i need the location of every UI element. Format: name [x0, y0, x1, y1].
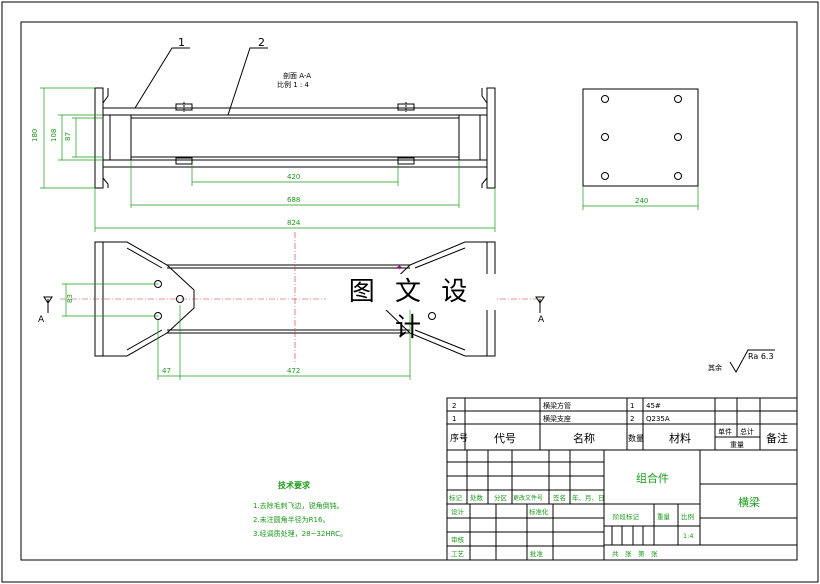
bom-header-unit: 单件	[718, 427, 732, 436]
side-view	[582, 88, 699, 210]
bom-row-qty: 2	[630, 415, 634, 423]
dim-87: 87	[64, 132, 72, 141]
tb-stage: 阶段标记	[613, 512, 640, 521]
dim-47: 47	[162, 367, 171, 375]
inner-frame	[20, 21, 798, 561]
bom-row-no: 1	[452, 415, 456, 423]
tb-date: 年、月、日	[572, 493, 605, 502]
bom-header-name: 名称	[573, 431, 595, 445]
bom-header-remark: 备注	[766, 431, 788, 445]
bom-header-total: 总计	[740, 427, 754, 436]
tb-doc: 更改文件号	[513, 494, 543, 502]
dim-824: 824	[287, 219, 301, 227]
tb-process: 工艺	[451, 550, 465, 558]
leader-lines	[134, 47, 268, 116]
dim-420: 420	[287, 173, 300, 181]
tech-line-1: 1.去除毛刺飞边，锐角倒钝。	[253, 501, 344, 510]
section-view	[94, 87, 496, 189]
tb-audit: 审核	[451, 535, 465, 544]
tb-std: 标准化	[529, 507, 549, 516]
tech-title: 技术要求	[278, 480, 311, 490]
bom-header-code: 代号	[494, 432, 516, 445]
bom-header-qty: 数量	[628, 433, 644, 443]
tb-mark: 标记	[449, 493, 463, 502]
dim-240: 240	[635, 197, 648, 205]
bom-row-material: Q235A	[646, 415, 670, 423]
section-mark-left: A	[38, 315, 45, 325]
bom-row-no: 2	[452, 402, 456, 410]
tech-line-3: 3.经调质处理，28~32HRC。	[253, 529, 347, 538]
annotation-marker: ✦	[396, 263, 403, 272]
dim-108: 108	[50, 129, 58, 142]
watermark: 图 文 设 计	[326, 274, 496, 343]
assembly-label: 组合件	[636, 471, 669, 485]
top-dimensions	[62, 283, 411, 380]
roughness-prefix: 其余	[708, 363, 722, 372]
roughness-symbol	[729, 349, 775, 374]
section-dimensions	[40, 87, 496, 232]
title-block	[446, 449, 798, 561]
dim-83: 83	[66, 294, 74, 303]
tb-design: 设计	[451, 507, 465, 516]
bom-table	[446, 397, 798, 451]
dim-688: 688	[287, 196, 300, 204]
dim-180: 180	[31, 129, 39, 142]
bom-row-material: 45#	[646, 402, 661, 410]
tech-line-2: 2.未注圆角半径为R16。	[253, 515, 329, 524]
top-view	[43, 232, 545, 364]
tb-scale: 比例	[681, 512, 694, 521]
bom-header-material: 材料	[669, 431, 691, 445]
bom-row-name: 横梁支座	[543, 414, 571, 423]
leader-label-2: 2	[258, 36, 265, 49]
section-mark-right: A	[538, 315, 545, 325]
bom-header-weight: 重量	[730, 441, 744, 449]
tb-zone: 分区	[494, 493, 508, 502]
tb-sheets: 共 张 第 张	[612, 549, 658, 558]
leader-label-1: 1	[178, 36, 185, 49]
tb-weight: 重量	[657, 513, 671, 521]
part-name: 横梁	[738, 495, 760, 509]
tb-scale-value: 1:4	[683, 532, 693, 540]
tb-count: 处数	[470, 493, 484, 502]
tb-approve: 批准	[530, 549, 544, 558]
section-title: 剖面 A-A	[283, 71, 311, 80]
bom-row-name: 横梁方管	[543, 401, 571, 410]
bom-row-qty: 1	[630, 402, 634, 410]
bom-header-no: 序号	[450, 432, 468, 444]
section-scale: 比例 1 : 4	[277, 80, 309, 89]
tb-sign: 签名	[553, 493, 566, 502]
roughness-value: Ra 6.3	[748, 352, 774, 361]
dim-472: 472	[287, 367, 300, 375]
